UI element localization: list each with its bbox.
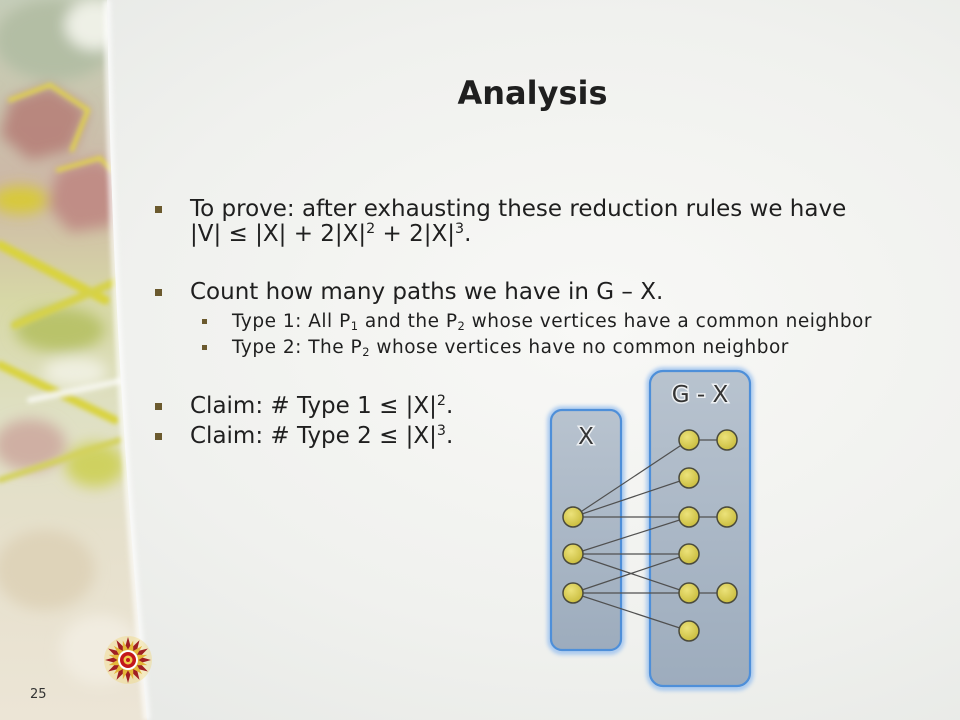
graph-node-x-2 [562,543,584,565]
graph-edge [572,553,690,594]
page-number: 25 [30,687,47,702]
inequality-text: |V| ≤ |X| + 2|X| [190,221,367,247]
university-seal-logo [104,636,152,684]
superscript: 3 [455,221,465,238]
inequality-text: . [464,221,472,247]
slide-title: Analysis [457,74,608,112]
subscript: 2 [457,318,466,333]
bullet-marker [155,289,162,296]
bullet-prove-line-1: To prove: after exhausting these reducti… [190,196,847,222]
inequality-text: + 2|X| [375,221,456,247]
graph-edge [572,592,690,632]
bullet-claim-type-1: Claim: # Type 1 ≤ |X|2. [190,393,454,422]
set-g-minus-x-box [646,367,754,691]
sub-bullet-text: Type 2: The P [232,337,363,358]
graph-node-gx-inner-6 [678,620,700,642]
sub-bullet-text: and the P [358,311,458,332]
superscript: 3 [436,423,446,440]
graph-node-gx-outer-2 [716,506,738,528]
graph-node-gx-inner-4 [678,543,700,565]
graph-node-gx-inner-5 [678,582,700,604]
bullet-claim-type-2: Claim: # Type 2 ≤ |X|3. [190,423,454,452]
bullet-marker [155,403,162,410]
bullet-count-paths: Count how many paths we have in G – X. [190,279,664,305]
set-g-minus-x-label: G - X [672,382,729,408]
sub-bullet-text: whose vertices have no common neighbor [370,337,789,358]
graph-node-gx-inner-2 [678,467,700,489]
sub-bullet-type-1: Type 1: All P1 and the P2 whose vertices… [232,309,872,336]
claim-text: . [445,393,454,419]
graph-diagram: X G - X [547,367,754,691]
sub-bullet-type-2: Type 2: The P2 whose vertices have no co… [232,335,789,362]
graph-nodes [562,429,738,642]
claim-text: Claim: # Type 2 ≤ |X| [190,423,437,449]
claim-text: . [445,423,454,449]
subscript: 2 [362,344,370,359]
graph-node-gx-inner-3 [678,506,700,528]
sub-bullet-marker [202,319,207,324]
graph-node-x-3 [562,582,584,604]
bullet-marker [155,433,162,440]
sub-bullet-marker [202,345,207,350]
bullet-marker [155,206,162,213]
graph-node-x-1 [562,506,584,528]
superscript: 2 [366,221,376,238]
sub-bullet-text: whose vertices have a common neighbor [465,311,872,332]
graph-node-gx-outer-1 [716,429,738,451]
decorative-photo-strip [0,0,151,720]
graph-edge [572,477,690,518]
superscript: 2 [436,393,446,410]
subscript: 1 [350,318,359,333]
set-x-label: X [578,424,594,450]
graph-node-gx-inner-1 [678,429,700,451]
graph-edge [572,516,690,555]
sub-bullet-text: Type 1: All P [232,311,351,332]
graph-node-gx-outer-3 [716,582,738,604]
graph-edge [572,439,690,518]
bullet-prove-line-2: |V| ≤ |X| + 2|X|2 + 2|X|3. [190,221,472,250]
claim-text: Claim: # Type 1 ≤ |X| [190,393,437,419]
